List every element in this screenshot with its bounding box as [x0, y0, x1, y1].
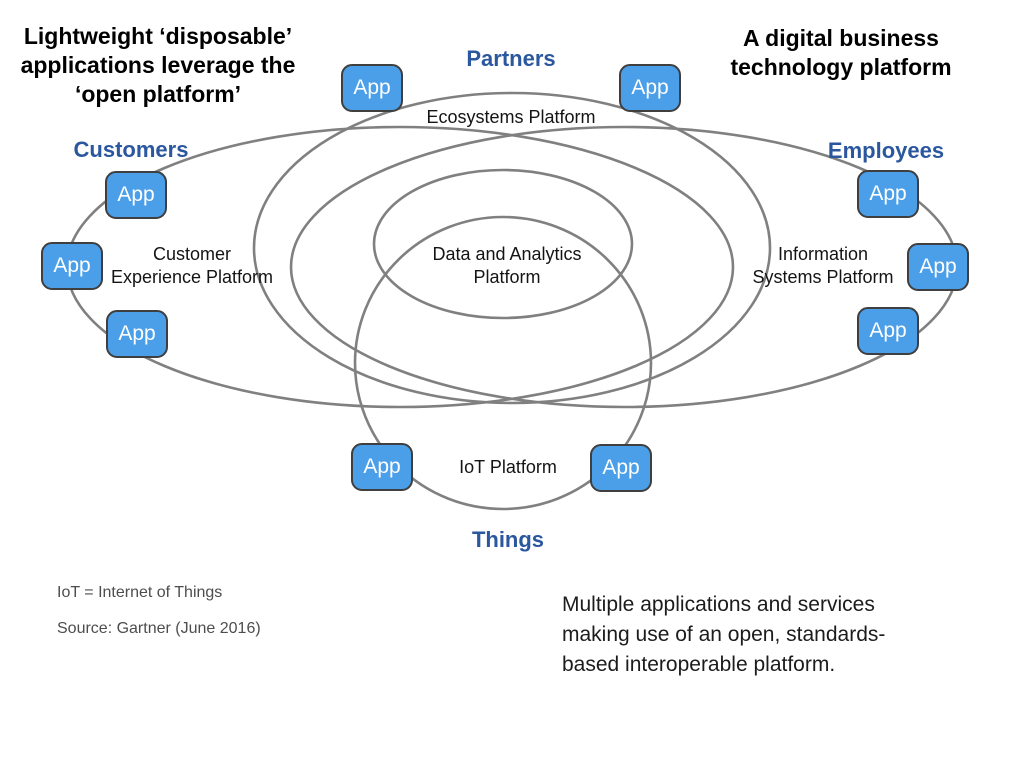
group-label-partners: Partners: [466, 46, 556, 71]
group-label-employees: Employees: [827, 138, 945, 163]
caption: Multiple applications and services makin…: [562, 590, 885, 680]
information-systems-platform-label: Information Systems Platform: [752, 243, 893, 289]
app-badge-things-1: App: [351, 443, 413, 491]
title-left-line3: ‘open platform’: [74, 81, 242, 107]
data-analytics-line1: Data and Analytics: [432, 244, 582, 264]
app-badge-customers-2: App: [41, 242, 103, 290]
app-badge-things-2: App: [590, 444, 652, 492]
title-left: Lightweight ‘disposable’ applications le…: [0, 22, 316, 109]
title-right: A digital business technology platform: [702, 24, 980, 82]
caption-line3: based interoperable platform.: [562, 653, 836, 676]
information-systems-line2: Systems Platform: [752, 267, 894, 287]
caption-line2: making use of an open, standards-: [562, 623, 886, 646]
group-label-customers: Customers: [73, 137, 189, 162]
customer-experience-line2: Experience Platform: [110, 267, 274, 287]
app-badge-customers-1: App: [105, 171, 167, 219]
app-badge-employees-3: App: [857, 307, 919, 355]
footnote-source: Source: Gartner (June 2016): [57, 620, 261, 637]
ecosystems-ellipse: [252, 91, 772, 405]
group-label-things: Things: [471, 527, 545, 552]
customer-experience-platform-label: Customer Experience Platform: [111, 243, 273, 289]
iot-ellipse: [353, 215, 653, 511]
information-systems-line1: Information: [777, 244, 869, 264]
ecosystems-platform-label: Ecosystems Platform: [426, 107, 596, 127]
iot-platform-label: IoT Platform: [459, 457, 557, 477]
data-analytics-line2: Platform: [473, 267, 541, 287]
title-right-line1: A digital business: [743, 25, 939, 51]
caption-line1: Multiple applications and services: [562, 593, 875, 616]
data-analytics-ellipse: [372, 168, 634, 320]
app-badge-customers-3: App: [106, 310, 168, 358]
title-right-line2: technology platform: [730, 54, 952, 80]
app-badge-employees-2: App: [907, 243, 969, 291]
customer-experience-line1: Customer: [152, 244, 232, 264]
title-left-line1: Lightweight ‘disposable’: [23, 23, 293, 49]
title-left-line2: applications leverage the: [20, 52, 296, 78]
data-analytics-platform-label: Data and Analytics Platform: [432, 243, 581, 289]
app-badge-partners-2: App: [619, 64, 681, 112]
app-badge-partners-1: App: [341, 64, 403, 112]
app-badge-employees-1: App: [857, 170, 919, 218]
footnote-iot-definition: IoT = Internet of Things: [57, 584, 223, 601]
